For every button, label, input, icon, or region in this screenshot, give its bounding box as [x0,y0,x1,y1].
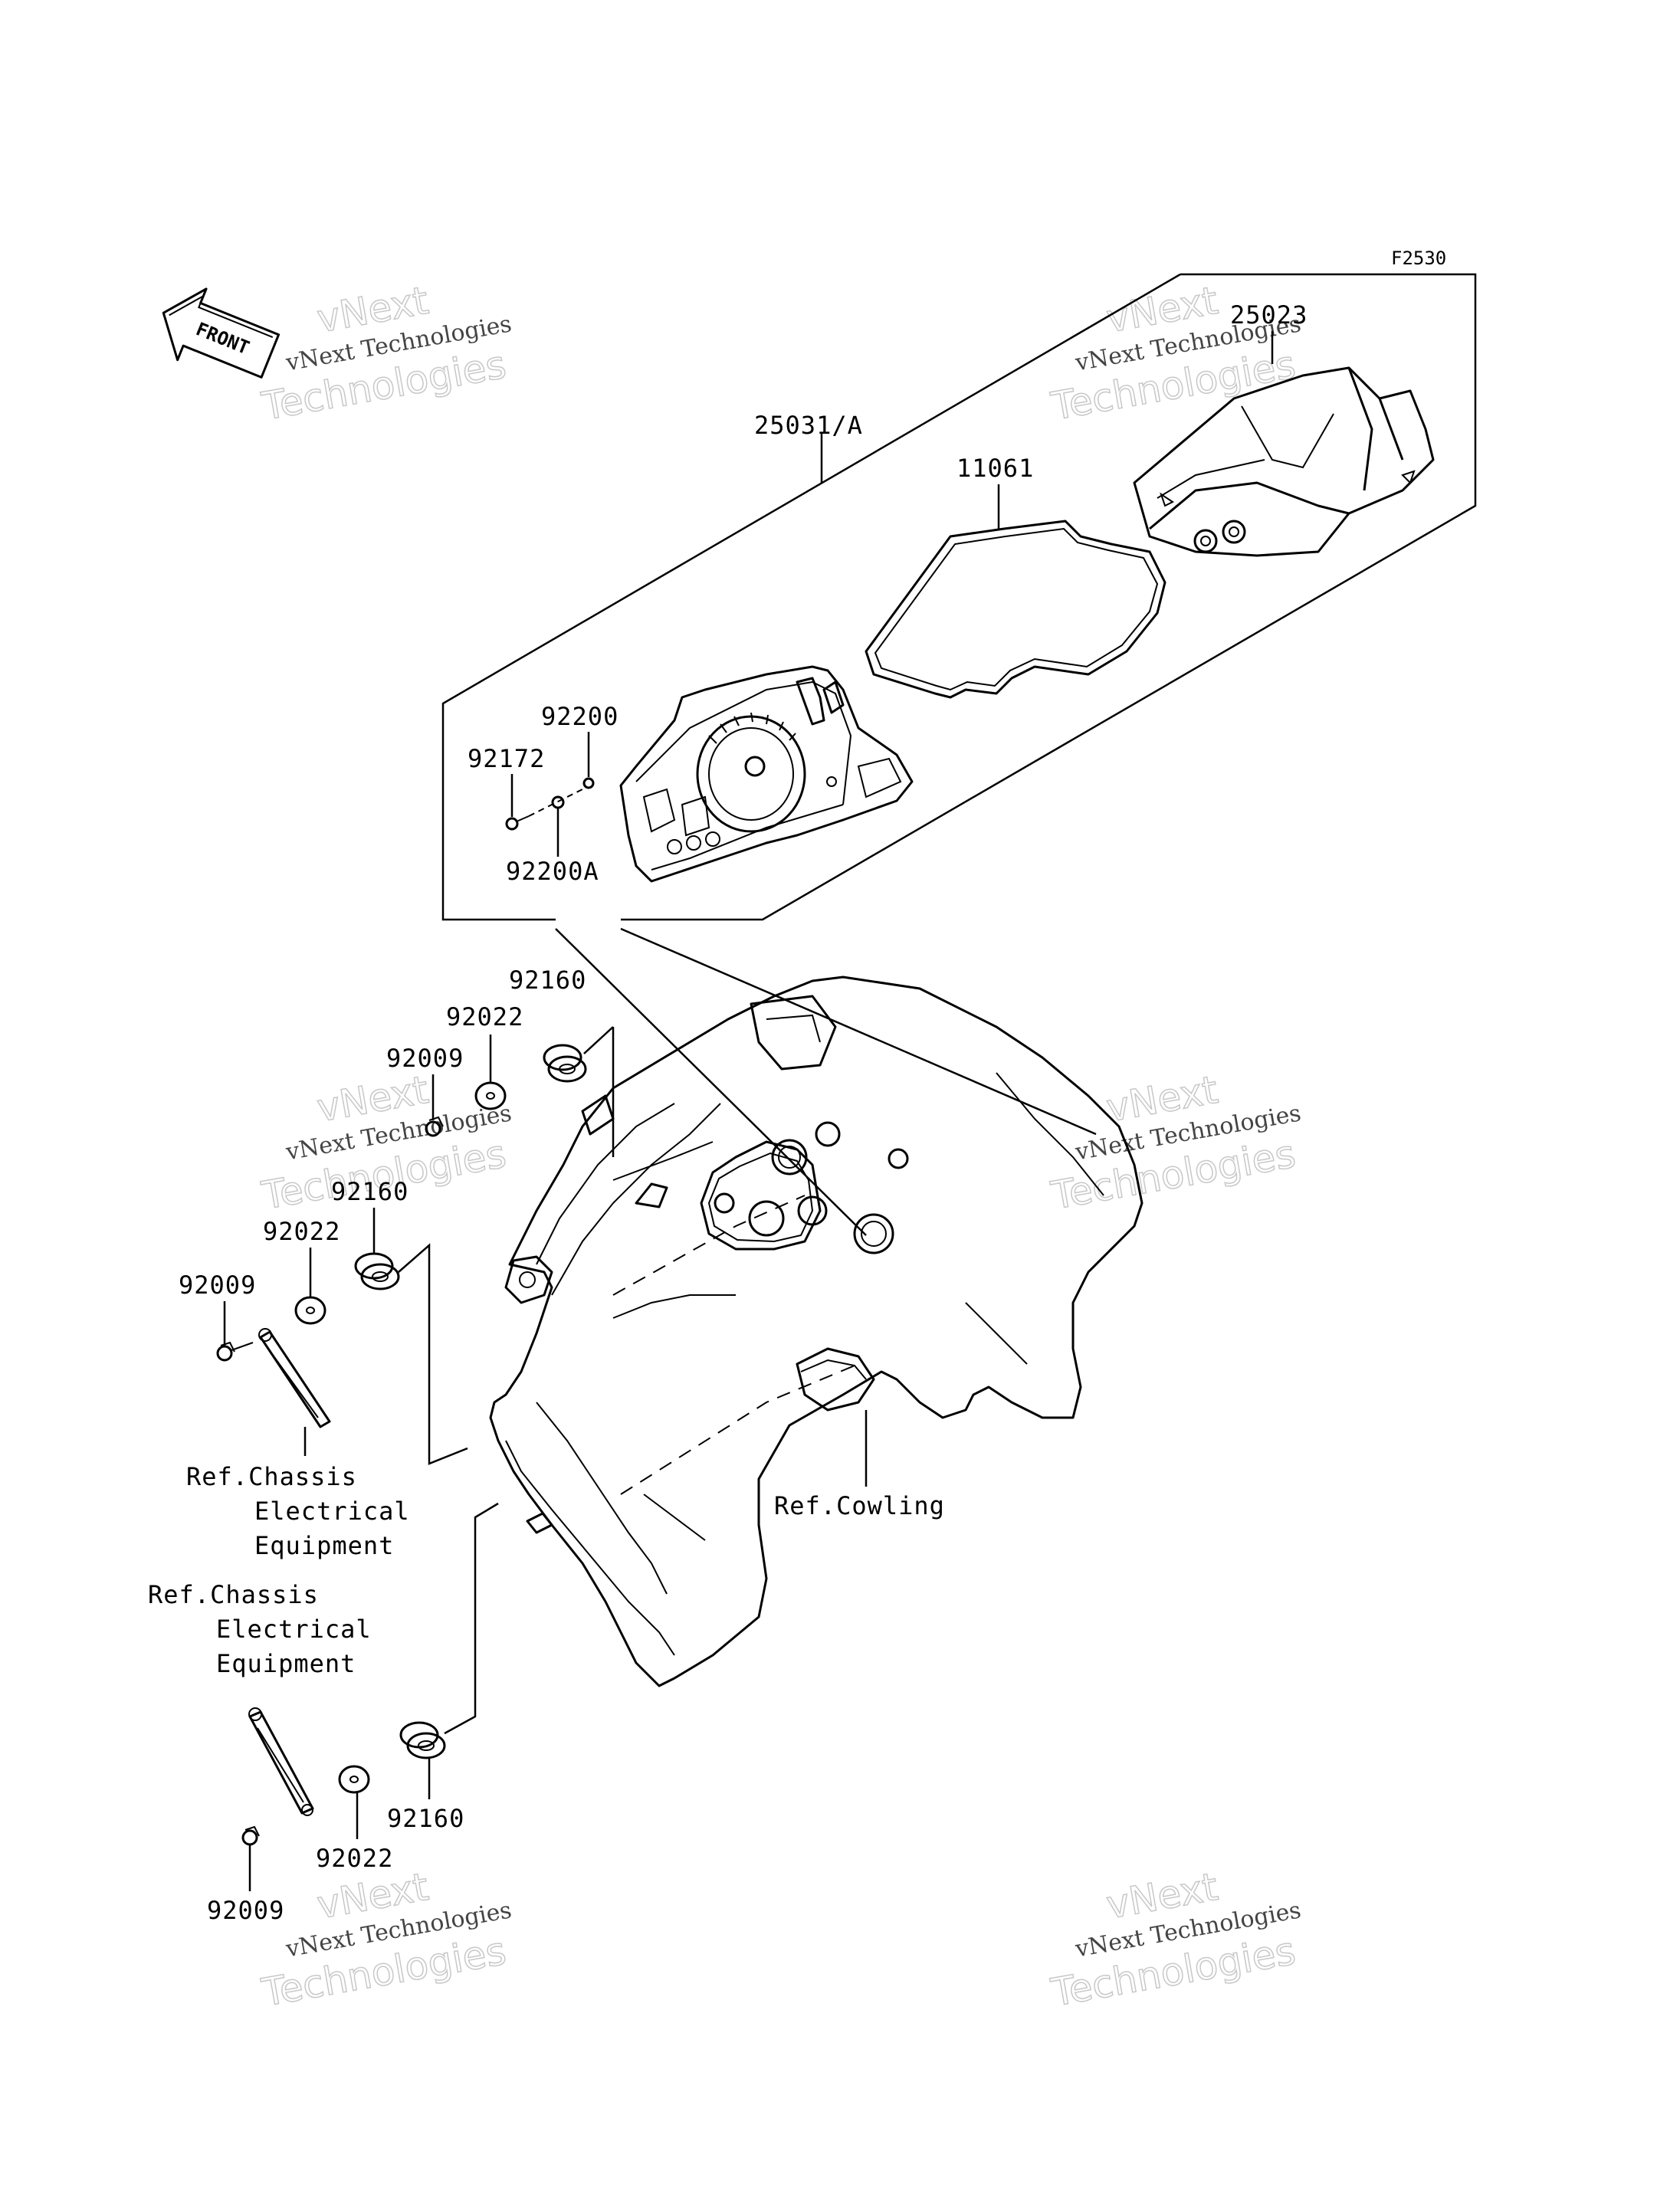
label-92022-top: 92022 [446,1002,523,1031]
label-92160-bot: 92160 [387,1804,464,1833]
screw-92200-icon [582,777,595,789]
watermark-4: vNext vNext Technologies Technologies [1047,1067,1303,1218]
meter-gasket [865,520,1166,699]
watermark-1: vNext vNext Technologies Technologies [258,277,514,429]
dash-line-1 [620,1363,859,1495]
svg-text:Equipment: Equipment [216,1649,356,1678]
watermark-3: vNext vNext Technologies Technologies [258,1067,514,1218]
bracket-mid-icon [258,1328,331,1428]
ref-chassis-2: Ref.Chassis Electrical Equipment [148,1580,372,1678]
watermark-2: vNext vNext Technologies Technologies [1047,277,1303,429]
figure-code: F2530 [1391,248,1446,269]
label-11061: 11061 [956,454,1034,483]
screw-92172-icon [505,815,530,831]
grommet-92160-bot-icon [399,1721,446,1759]
svg-text:Equipment: Equipment [254,1531,394,1560]
front-arrow-icon: FRONT [162,287,281,379]
meter-body [619,665,914,883]
watermark-5: vNext vNext Technologies Technologies [258,1864,514,2015]
bolt-92009-mid-icon [216,1341,254,1362]
ref-chassis-1: Ref.Chassis Electrical Equipment [186,1462,410,1560]
svg-text:Ref.Chassis: Ref.Chassis [186,1462,357,1491]
inner-cowling [489,976,1144,1687]
washer-92022-top-icon [474,1081,507,1110]
dash-line-2 [612,1195,806,1296]
label-92160-mid: 92160 [331,1177,409,1206]
washer-92022-bot-icon [338,1765,370,1794]
label-92022-bot: 92022 [316,1844,393,1873]
bracket-bot-icon [248,1707,314,1816]
assembly-line-2 [620,927,1097,1136]
label-92009-bot: 92009 [207,1896,284,1925]
label-92022-mid: 92022 [263,1217,340,1246]
assembly-frame [441,273,1477,921]
label-92160-top: 92160 [509,966,586,995]
label-92200A: 92200A [506,857,599,886]
grommet-92160-top-icon [543,1044,587,1083]
svg-text:Ref.Chassis: Ref.Chassis [148,1580,319,1609]
bolt-92009-bot-icon [241,1825,260,1846]
leader-92160-top [583,1026,614,1054]
svg-text:Electrical: Electrical [216,1615,372,1644]
meter-upper-case [1133,366,1435,557]
watermark-6: vNext vNext Technologies Technologies [1047,1864,1303,2015]
grommet-92160-mid-icon [354,1252,400,1290]
leader-92160-bot-bracket [444,1502,499,1735]
label-92009-top: 92009 [386,1044,464,1073]
assembly-line-1 [555,928,867,1236]
washer-92022-mid-icon [294,1296,326,1325]
label-92009-mid: 92009 [179,1271,256,1300]
label-92172: 92172 [468,744,545,773]
leader-92160-mid-bracket [398,1243,468,1465]
svg-text:Electrical: Electrical [254,1497,410,1526]
ref-cowling: Ref.Cowling [774,1491,945,1520]
washer-92200A-icon [551,795,565,809]
label-92200: 92200 [541,702,619,731]
label-25031A: 25031/A [754,411,863,440]
label-25023: 25023 [1230,300,1308,330]
